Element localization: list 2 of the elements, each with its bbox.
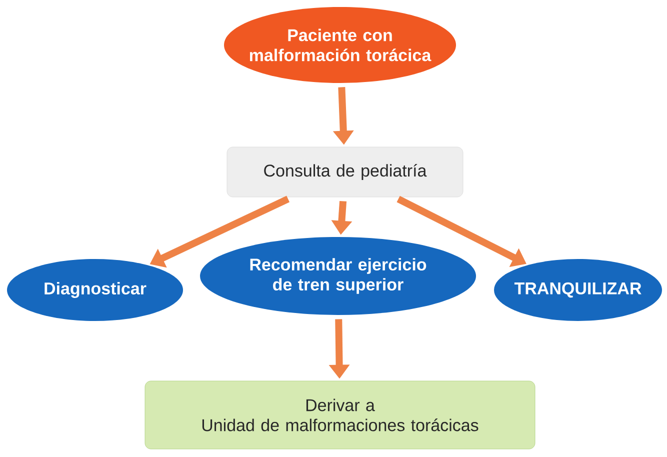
process-box: Consulta de pediatría — [226, 146, 464, 198]
result-box: Derivar a Unidad de malformaciones torácicas — [144, 380, 536, 450]
